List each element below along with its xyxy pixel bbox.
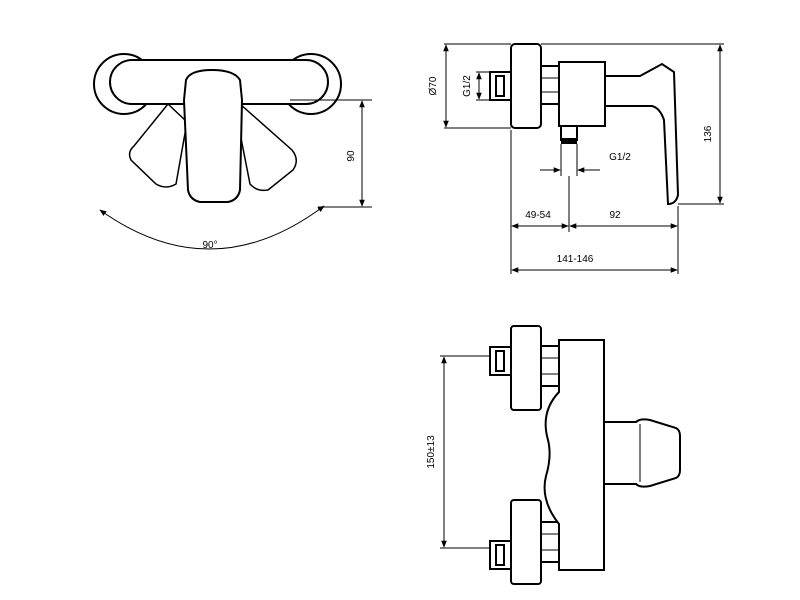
side-hex-nut <box>540 65 560 105</box>
top-body <box>543 339 605 571</box>
lever-ghost-right <box>238 102 297 192</box>
side-outlet <box>560 125 578 141</box>
upper-hex-nut <box>540 345 560 387</box>
outlet-thread-label: G1/2 <box>609 152 631 163</box>
height-90-label: 90 <box>346 150 357 162</box>
top-view: 150±13 <box>426 325 681 585</box>
lever-front <box>182 68 244 203</box>
angle-90-label: 90° <box>202 240 217 251</box>
inlet-thread-label: G1/2 <box>462 75 473 97</box>
diameter-label: Ø70 <box>428 76 439 95</box>
side-body <box>558 61 606 127</box>
side-view: Ø70 G1/2 136 G1/2 49-54 92 141-146 <box>428 43 724 274</box>
total-depth-label: 141-146 <box>557 254 594 265</box>
upper-escutcheon <box>510 325 542 411</box>
side-outlet-thread <box>561 138 577 144</box>
side-handle <box>604 62 680 206</box>
outlet-to-front-label: 92 <box>609 210 621 221</box>
lower-hex-nut <box>540 521 560 563</box>
front-view: 90 90° <box>93 53 372 251</box>
top-handle <box>603 418 681 488</box>
lower-escutcheon <box>510 499 542 585</box>
wall-offset-label: 49-54 <box>525 210 551 221</box>
inlet-spacing-label: 150±13 <box>426 435 437 469</box>
side-escutcheon <box>510 43 542 129</box>
side-inlet-stub <box>495 75 505 97</box>
total-height-label: 136 <box>703 125 714 142</box>
lever-ghost-left <box>128 102 188 188</box>
